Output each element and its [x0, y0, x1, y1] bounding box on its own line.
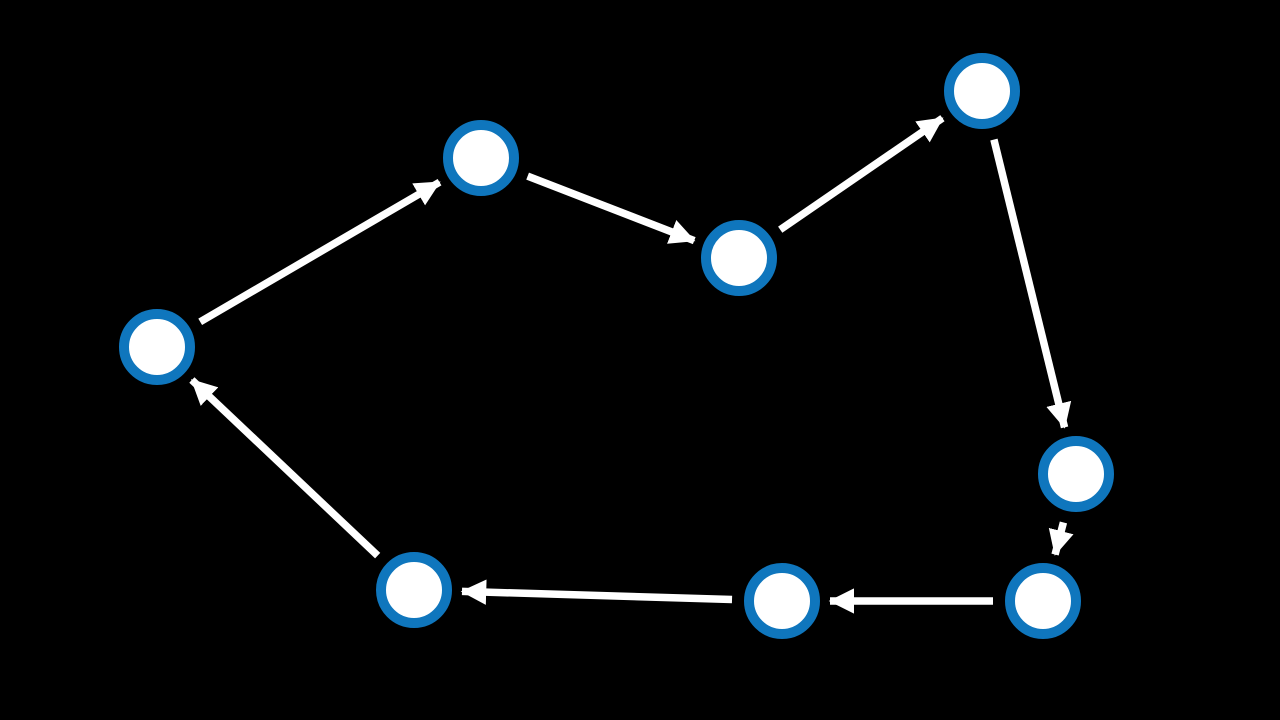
graph-edge-arrow-n8-n1 [189, 377, 381, 559]
graph-edge-arrow-n7-n8 [460, 579, 733, 605]
graph-edge-arrow-n3-n4 [778, 115, 945, 233]
graph-node-n1 [119, 309, 195, 385]
graph-node-n4 [944, 53, 1020, 129]
graph-node-n7 [744, 563, 820, 639]
graph-node-n5 [1038, 436, 1114, 512]
graph-node-n6 [1005, 563, 1081, 639]
graph-node-n8 [376, 552, 452, 628]
graph-edge-arrow-n4-n5 [990, 138, 1072, 429]
graph-node-n3 [701, 220, 777, 296]
graph-edge-arrow-n1-n2 [198, 178, 442, 326]
graph-edge-arrow-n2-n3 [526, 172, 696, 245]
graph-edge-arrow-n5-n6 [1048, 521, 1074, 556]
graph-node-n2 [443, 120, 519, 196]
